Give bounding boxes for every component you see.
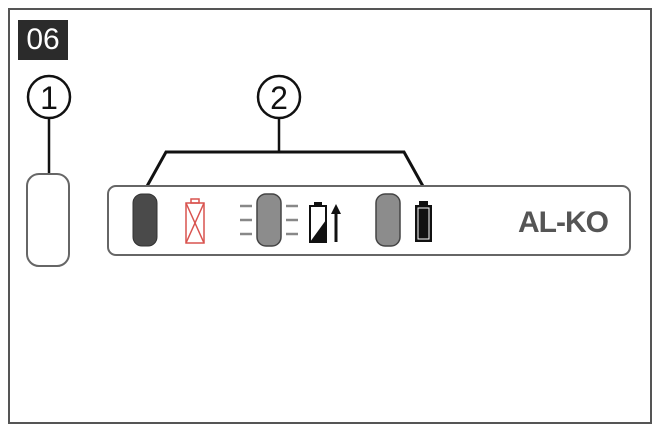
callout-2: 2	[144, 74, 426, 189]
battery-full-icon	[415, 201, 432, 242]
figure-number: 06	[18, 20, 68, 60]
status-led-off	[132, 193, 158, 247]
bracket-line	[144, 150, 426, 189]
button-outline	[26, 173, 70, 267]
callout-1-label: 1	[40, 80, 58, 116]
control-panel: AL-KO	[107, 185, 631, 256]
status-led-flashing	[240, 193, 298, 247]
battery-missing-icon	[185, 198, 205, 244]
callout-2-label: 2	[270, 80, 288, 116]
callout-1: 1	[26, 74, 72, 218]
battery-charging-icon	[309, 202, 341, 243]
status-led-on	[375, 193, 401, 247]
brand-logo: AL-KO	[518, 206, 609, 239]
